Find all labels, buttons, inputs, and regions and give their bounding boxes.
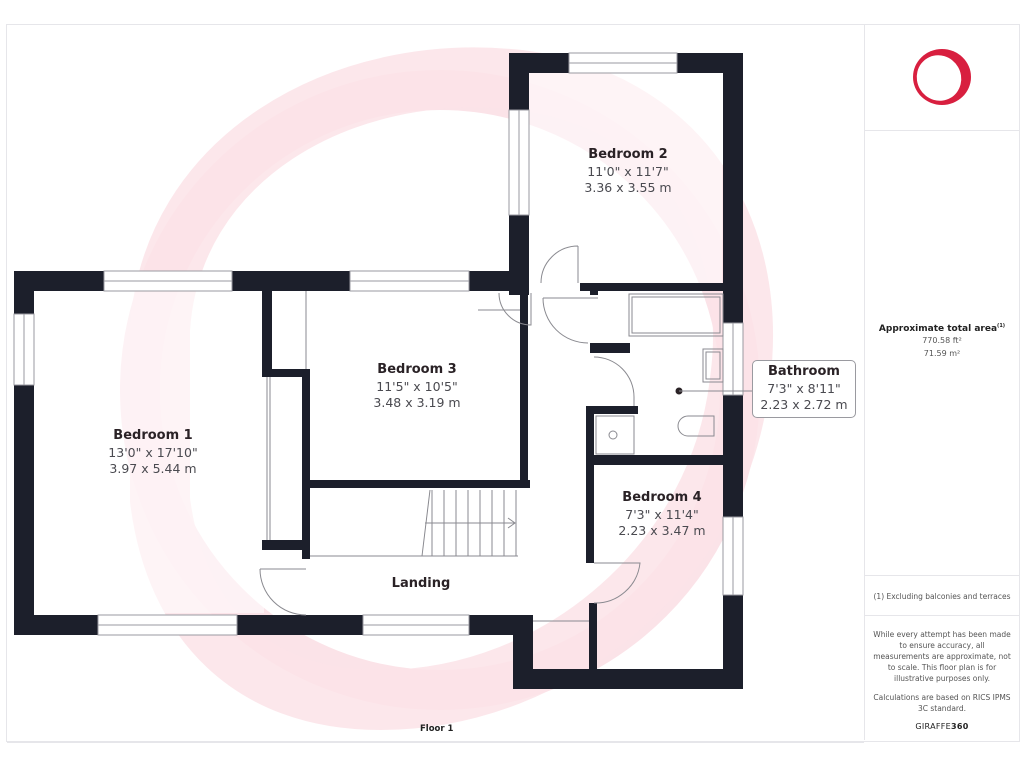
room-dimensions-metric: 2.23 x 2.72 m — [760, 397, 848, 412]
room-label-bedroom-4: Bedroom 4 7'3" x 11'4" 2.23 x 3.47 m — [618, 489, 705, 539]
room-dimensions-metric: 3.48 x 3.19 m — [373, 395, 461, 410]
room-dimensions-metric: 2.23 x 3.47 m — [618, 523, 706, 538]
brand-name: GIRAFFE360 — [915, 722, 969, 731]
room-label-bedroom-1: Bedroom 1 13'0" x 17'10" 3.97 x 5.44 m — [108, 427, 197, 477]
room-label-landing: Landing — [392, 575, 451, 593]
room-dimensions-imperial: 13'0" x 17'10" — [108, 445, 198, 460]
footnote-section: (1) Excluding balconies and terraces — [865, 575, 1019, 616]
room-name: Bathroom — [768, 364, 840, 379]
room-dimensions-metric: 3.97 x 5.44 m — [109, 461, 197, 476]
room-name: Bedroom 1 — [113, 428, 193, 443]
area-sqft: 770.58 ft² — [922, 336, 962, 345]
bathroom-callout — [675, 387, 752, 395]
room-name: Bedroom 2 — [588, 147, 668, 162]
disclaimer-section: While every attempt has been made to ens… — [865, 615, 1019, 740]
room-name: Bedroom 3 — [377, 362, 457, 377]
walls — [14, 53, 743, 689]
fixtures — [259, 245, 724, 622]
area-section: Approximate total area(1) 770.58 ft² 71.… — [865, 130, 1019, 581]
room-dimensions-imperial: 7'3" x 8'11" — [767, 381, 841, 396]
room-dimensions-imperial: 11'5" x 10'5" — [376, 379, 458, 394]
calculation-note: Calculations are based on RICS IPMS 3C s… — [873, 693, 1011, 713]
footnote-text: (1) Excluding balconies and terraces — [873, 592, 1011, 601]
room-dimensions-metric: 3.36 x 3.55 m — [584, 180, 672, 195]
logo — [865, 25, 1019, 130]
room-label-bedroom-2: Bedroom 2 11'0" x 11'7" 3.36 x 3.55 m — [584, 146, 671, 196]
room-dimensions-imperial: 7'3" x 11'4" — [625, 507, 699, 522]
disclaimer-text: While every attempt has been made to ens… — [873, 630, 1011, 683]
footer-divider — [7, 742, 864, 743]
room-name: Bedroom 4 — [622, 490, 702, 505]
room-label-bedroom-3: Bedroom 3 11'5" x 10'5" 3.48 x 3.19 m — [373, 361, 460, 411]
room-dimensions-imperial: 11'0" x 11'7" — [587, 164, 669, 179]
floor-label: Floor 1 — [420, 724, 454, 734]
room-label-bathroom: Bathroom 7'3" x 8'11" 2.23 x 2.72 m — [752, 360, 856, 418]
room-name: Landing — [391, 576, 451, 591]
area-title: Approximate total area(1) — [878, 323, 1006, 334]
red-ring-logo-icon — [913, 49, 971, 105]
area-sqm: 71.59 m² — [923, 349, 961, 358]
floor-plan-drawing — [13, 47, 773, 731]
floor-plan: Bedroom 1 13'0" x 17'10" 3.97 x 5.44 m B… — [7, 25, 864, 740]
info-sidebar: Approximate total area(1) 770.58 ft² 71.… — [864, 25, 1019, 740]
